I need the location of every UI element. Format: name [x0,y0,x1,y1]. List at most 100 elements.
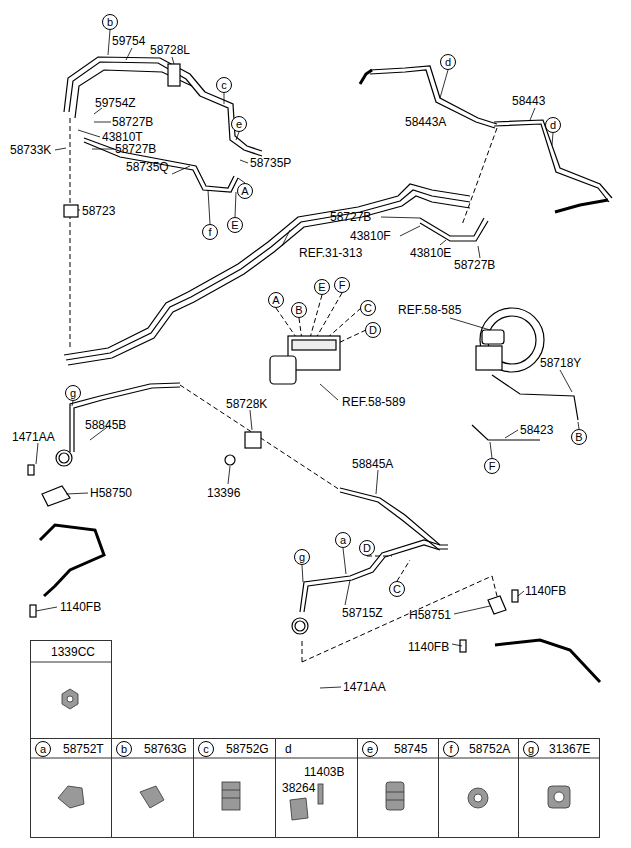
leader-lines-part [224,93,225,104]
letter-circle: F [484,458,500,474]
callout-number: 58715Z [342,606,383,620]
brake-pipes-part [69,62,200,112]
components-part [482,330,504,344]
leader-lines-part [450,318,490,330]
letter-circle: D [359,540,375,556]
callout-number: 58735Q [126,160,169,174]
circle-letter: F [485,459,499,473]
leader-lines-part [530,108,535,120]
leader-lines-part [454,606,490,614]
leader-lines-part [250,410,252,430]
leader-lines-part [505,430,518,438]
letter-circle: g [65,385,81,401]
components-part [488,596,506,614]
callout-number: 58443A [405,115,446,129]
leader-lines-part [381,217,420,218]
leader-lines-part [345,580,350,605]
clip-icons-part [386,800,404,801]
letter-circle: b [102,14,118,30]
part-cell: 31367Eg [518,738,600,838]
callout-number: 58727B [330,210,371,224]
part-number: 38264 [282,781,315,795]
leader-lines-part [320,384,338,400]
leader-lines-part [172,166,190,174]
letter-circle: f [443,741,459,757]
table-rules [30,662,600,758]
components-part [295,621,305,631]
circle-letter: E [315,280,329,294]
circle-letter: B [292,303,306,317]
clip-icons-part [554,792,564,802]
part-cell: 58752G c [193,738,276,838]
components-part [476,346,502,370]
callout-number: 13396 [207,486,240,500]
table-rules-part [30,662,111,663]
circle-letter: b [103,15,117,29]
circle-letter: c [199,742,213,756]
components [28,64,544,652]
brake-pipes-part [74,387,180,452]
leader-lines-part [282,230,290,246]
circle-letter: C [361,301,375,315]
dashed-guides-part [302,576,492,662]
part-cell: 58745e [357,738,439,838]
circle-letter: f [203,225,217,239]
part-cell: 58752Af [438,738,519,838]
brake-pipes-part [555,200,608,212]
brake-pipes-part [495,640,600,682]
callout-number: 43810F [350,229,391,243]
leader-lines-part [92,149,114,150]
circle-letter: B [572,430,586,444]
clip-icons-part [222,782,240,810]
components-part [270,356,296,384]
dashed-guides-part [302,640,303,662]
leader-lines-part [126,48,132,60]
brake-pipes-part [494,124,609,202]
leader-lines-part [236,132,239,140]
clip-icons-part [468,788,488,808]
part-number: 58752G [226,742,269,756]
circle-letter: g [295,550,309,564]
brake-pipes-part [68,196,470,365]
callout-number: REF.58-585 [398,303,461,317]
clip-icons-part [58,786,84,808]
circle-letter: g [66,386,80,400]
components-part [168,64,180,86]
leader-lines-part [240,160,248,163]
clip-icons-part [386,792,404,793]
circle-letter: g [524,742,538,756]
letter-circle: E [227,217,243,233]
dashed-guides-part [316,293,342,338]
circle-letter: D [366,323,380,337]
components-part [245,432,261,448]
brake-pipes-part [420,218,484,236]
circle-letter: d [546,118,560,132]
letter-circle: c [198,741,214,757]
circle-letter: a [36,742,50,756]
brake-pipes-part [205,92,262,151]
letter-circle: C [360,300,376,316]
letter-circle: e [231,116,247,132]
components-part [64,205,78,217]
dashed-guides-part [367,556,392,557]
callout-number: 58727B [115,142,156,156]
clip-icons [58,689,570,820]
table-rules-part [30,758,600,759]
callout-number: 58723 [82,204,115,218]
letter-circle: A [237,183,253,199]
circle-letter: e [232,117,246,131]
leader-lines-part [66,493,88,494]
callout-number: 1140FB [60,600,101,614]
brake-pipes-part [84,142,238,192]
components-part [30,605,36,617]
clip-icons-part [67,696,73,702]
leader-lines-part [320,687,341,688]
leader-lines-part [72,401,73,406]
leader-lines-part [552,133,553,145]
part-cell: d11403B38264 [275,738,358,838]
part-number: 58752T [63,742,104,756]
leader-lines-part [78,130,100,137]
circle-letter: A [238,184,252,198]
brake-pipes-part [340,492,448,549]
circle-letter: a [336,533,350,547]
